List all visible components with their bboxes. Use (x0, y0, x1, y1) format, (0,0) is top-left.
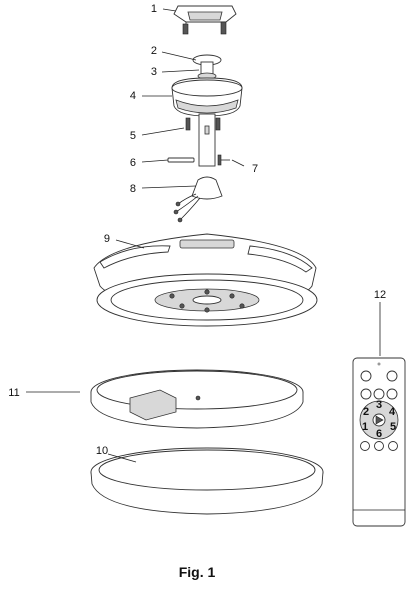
label-12: 12 (374, 289, 386, 301)
remote-key-5: 5 (390, 421, 396, 433)
label-10: 10 (96, 445, 108, 457)
screws (185, 117, 221, 131)
canopy-cap (192, 54, 222, 80)
motor-coupler (173, 176, 223, 223)
label-6: 6 (130, 157, 136, 169)
downrod (198, 113, 216, 167)
fan-body (93, 233, 318, 327)
label-3: 3 (151, 66, 157, 78)
label-5: 5 (130, 130, 136, 142)
label-7: 7 (252, 163, 258, 175)
label-8: 8 (130, 183, 136, 195)
remote-key-numbers: 1 2 3 4 5 6 (362, 399, 396, 440)
part-labels: 1 2 3 4 5 6 7 8 9 10 11 12 (8, 3, 386, 457)
remote-key-3: 3 (376, 399, 382, 411)
clip (217, 154, 230, 166)
remote-key-4: 4 (389, 406, 396, 418)
remote-key-6: 6 (376, 428, 382, 440)
led-tray (90, 369, 304, 429)
remote-key-1: 1 (362, 421, 368, 433)
figure-caption: Fig. 1 (179, 564, 216, 580)
pin (167, 157, 195, 163)
mounting-bracket (173, 5, 237, 35)
remote-control (352, 357, 406, 527)
label-2: 2 (151, 45, 157, 57)
label-1: 1 (151, 3, 157, 15)
remote-key-2: 2 (363, 406, 369, 418)
diffuser-cover (90, 447, 324, 515)
label-9: 9 (104, 233, 110, 245)
canopy-housing (171, 77, 243, 117)
label-4: 4 (130, 90, 136, 102)
leader-lines (26, 8, 381, 463)
label-11: 11 (8, 387, 19, 399)
